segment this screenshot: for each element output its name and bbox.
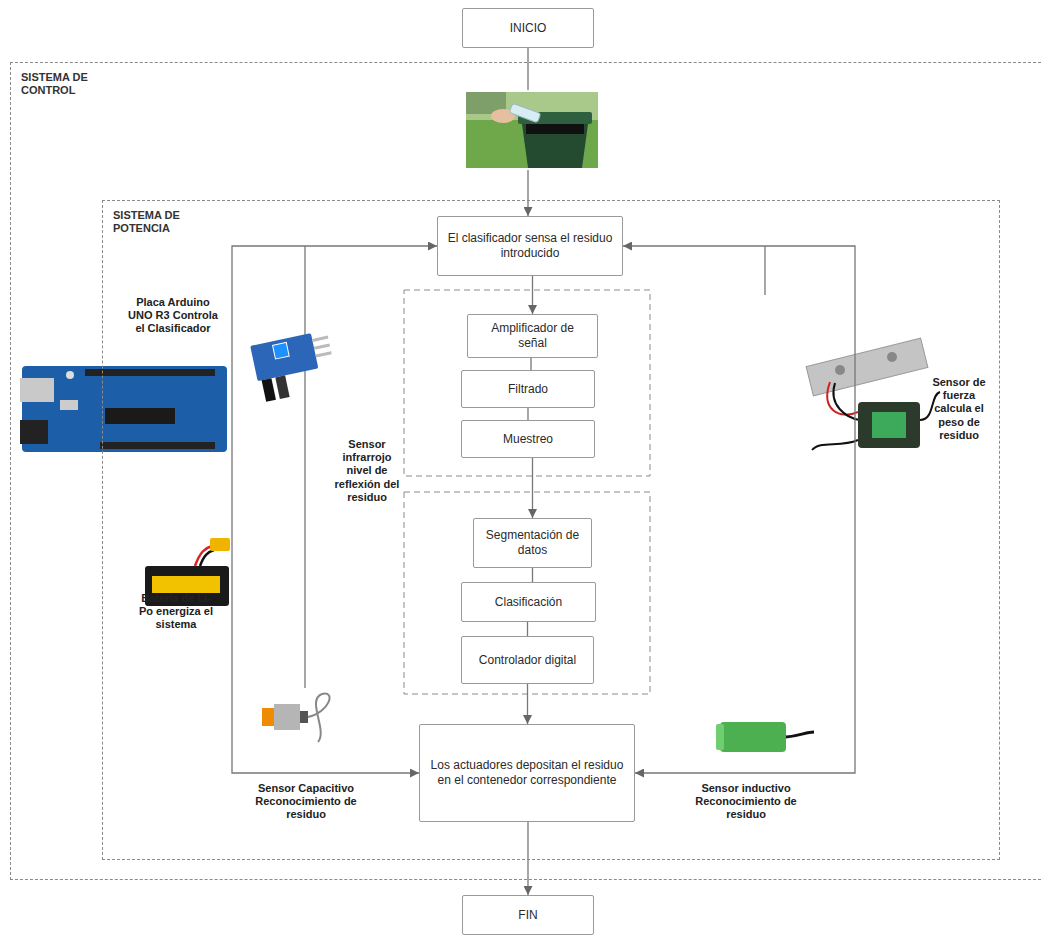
process-box: Clasificación bbox=[461, 582, 596, 622]
node-text: FIN bbox=[518, 908, 537, 923]
component-label: Sensor infrarrojo nivel de reflexión del… bbox=[334, 438, 400, 504]
label-holder: Sensor infrarrojo nivel de reflexión del… bbox=[334, 438, 400, 504]
process-box: Filtrado bbox=[461, 370, 595, 408]
flow-arrow bbox=[232, 246, 437, 773]
flow-arrow bbox=[532, 276, 533, 314]
sensor-wire bbox=[764, 246, 765, 295]
node-text: Controlador digital bbox=[479, 653, 576, 668]
group-outline bbox=[404, 290, 650, 476]
component-label: Sensor inductivo Reconocimiento de resid… bbox=[680, 782, 812, 822]
process-box: Los actuadores depositan el residuo en e… bbox=[419, 724, 635, 822]
process-box: Controlador digital bbox=[461, 636, 594, 684]
flow-arrow bbox=[527, 408, 528, 420]
component-label: Sensor Capacitivo Reconocimiento de resi… bbox=[252, 782, 360, 822]
node-text: INICIO bbox=[510, 21, 547, 36]
region-heading: SISTEMA DE CONTROL bbox=[21, 71, 105, 97]
node-text: El clasificador sensa el residuo introdu… bbox=[446, 231, 614, 261]
capacitive-sensor bbox=[262, 694, 330, 742]
label-holder: Placa Arduino UNO R3 Controla el Clasifi… bbox=[128, 296, 218, 336]
process-box: El clasificador sensa el residuo introdu… bbox=[437, 216, 623, 276]
arduino-board bbox=[20, 366, 227, 452]
label-holder: Sensor inductivo Reconocimiento de resid… bbox=[680, 782, 812, 822]
node-text: Clasificación bbox=[495, 595, 562, 610]
node-text: Los actuadores depositan el residuo en e… bbox=[428, 758, 626, 788]
region-heading: SISTEMA DE POTENCIA bbox=[113, 209, 197, 235]
node-text: Amplificador de señal bbox=[476, 321, 589, 351]
node-text: Muestreo bbox=[503, 432, 553, 447]
system-region: SISTEMA DE CONTROL SISTEMA DE POTENCIA El … bbox=[10, 62, 1041, 880]
process-box: Segmentación de datos bbox=[473, 518, 592, 568]
sensor-wire bbox=[304, 246, 305, 688]
load-cell bbox=[806, 338, 940, 450]
label-holder: Sensor Capacitivo Reconocimiento de resi… bbox=[252, 782, 360, 822]
flow-arrow bbox=[530, 358, 531, 370]
label-holder: Sensor de fuerza calcula el peso de resi… bbox=[932, 376, 986, 442]
node-text: Segmentación de datos bbox=[482, 528, 583, 558]
component-label: Sensor de fuerza calcula el peso de resi… bbox=[932, 376, 986, 442]
trash-photo bbox=[466, 92, 598, 168]
system-region: SISTEMA DE POTENCIA El clasificador sensa… bbox=[102, 200, 1000, 860]
label-holder: Batería de Li-Po energiza el sistema bbox=[138, 592, 214, 632]
component-label: Placa Arduino UNO R3 Controla el Clasifi… bbox=[128, 296, 218, 336]
inductive-sensor bbox=[716, 722, 814, 752]
end-terminal: FIN bbox=[462, 895, 594, 935]
start-terminal: INICIO bbox=[462, 8, 594, 48]
flow-arrow bbox=[527, 822, 528, 895]
flow-arrow bbox=[532, 568, 533, 582]
process-box: Muestreo bbox=[461, 420, 595, 458]
group-outline bbox=[404, 492, 650, 694]
process-box: Amplificador de señal bbox=[467, 314, 598, 358]
flow-arrow bbox=[623, 246, 855, 773]
flow-arrow bbox=[527, 684, 528, 724]
flow-arrow bbox=[527, 48, 528, 216]
component-label: Batería de Li-Po energiza el sistema bbox=[138, 592, 214, 632]
flow-arrow bbox=[532, 458, 533, 518]
infrared-sensor bbox=[250, 330, 338, 403]
flow-arrow bbox=[527, 622, 528, 636]
node-text: Filtrado bbox=[508, 382, 548, 397]
